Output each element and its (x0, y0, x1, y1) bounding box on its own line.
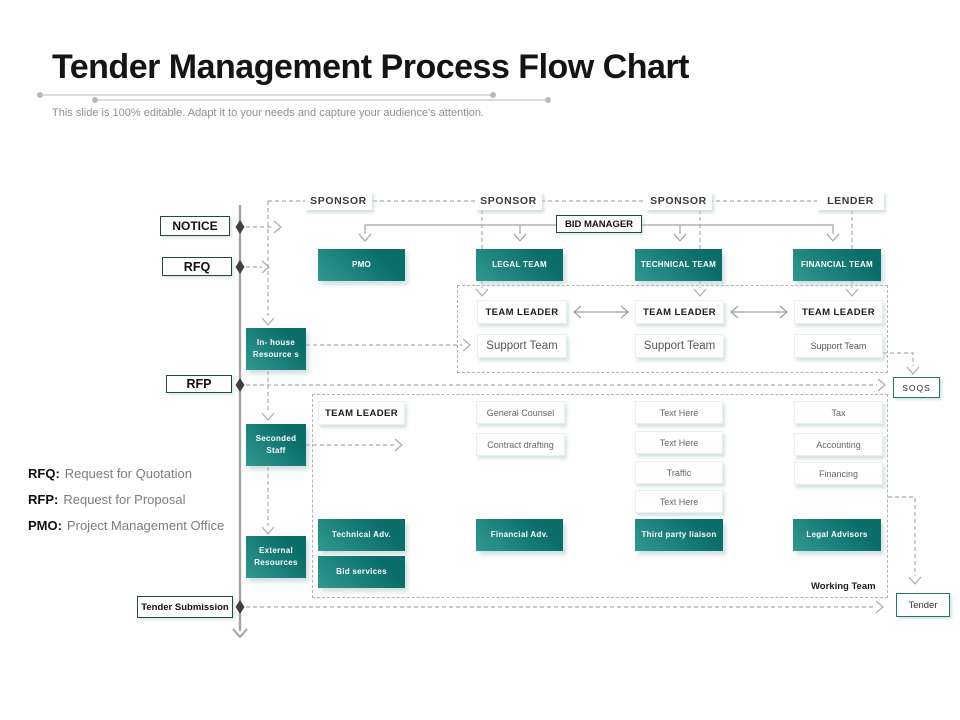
traffic-node: Traffic (635, 461, 723, 484)
legal-advisors-node: Legal Advisors (793, 519, 881, 551)
tender-node: Tender (896, 593, 950, 617)
external-resources-node: External Resources (246, 536, 306, 578)
working-team-label: Working Team (811, 581, 876, 592)
legend-abbr-rfp: RFP: (28, 492, 59, 507)
technical-adv-node: Technical Adv. (318, 519, 405, 551)
tax-node: Tax (794, 401, 883, 424)
general-counsel-node: General Counsel (476, 401, 565, 424)
dashed-arrowheads (261, 220, 922, 614)
soqs-node: SOQS (893, 377, 940, 398)
legend-abbr-pmo: PMO: (28, 518, 62, 533)
in-house-resources-node: In- house Resource s (246, 328, 306, 370)
legend-text-rfq: Request for Quotation (64, 466, 192, 481)
page-title: Tender Management Process Flow Chart (52, 48, 689, 86)
notice-node: NOTICE (160, 216, 230, 236)
bid-manager-node: BID MANAGER (556, 215, 642, 233)
legend-text-rfp: Request for Proposal (63, 492, 186, 507)
team-leader-node-2: TEAM LEADER (635, 300, 724, 324)
third-party-liaison-node: Third party liaison (635, 519, 723, 551)
technical-team-node: TECHNICAL TEAM (635, 249, 722, 281)
team-leader-node-4: TEAM LEADER (318, 401, 405, 425)
seconded-staff-node: Seconded Staff (246, 424, 306, 466)
bid-manager-connectors (358, 224, 840, 242)
legend-row-pmo: PMO: Project Management Office (28, 518, 224, 533)
team-leader-node-3: TEAM LEADER (794, 300, 883, 324)
legend-abbr-rfq: RFQ: (28, 466, 60, 481)
financial-adv-node: Financial Adv. (476, 519, 563, 551)
financial-team-node: FINANCIAL TEAM (793, 249, 881, 281)
rfq-node: RFQ (162, 257, 232, 276)
contract-drafting-node: Contract drafting (476, 433, 565, 456)
bid-services-node: Bid services (318, 556, 405, 588)
technical-item-node-1: Text Here (635, 401, 723, 424)
team-leader-double-arrows (573, 305, 788, 319)
main-timeline (232, 205, 248, 639)
legend-text-pmo: Project Management Office (66, 518, 225, 533)
lender-tag: LENDER (817, 191, 884, 210)
team-leader-node-1: TEAM LEADER (477, 300, 567, 324)
financing-node: Financing (794, 462, 883, 485)
title-underline-decoration (37, 92, 551, 103)
rfp-node: RFP (166, 375, 232, 393)
support-team-node-2: Support Team (635, 334, 724, 358)
working-team-group-frame (312, 394, 888, 598)
page-subtitle: This slide is 100% editable. Adapt it to… (52, 107, 484, 119)
technical-item-node-3: Text Here (635, 490, 723, 513)
tender-submission-node: Tender Submission (137, 596, 233, 618)
sponsor-tag-3: SPONSOR (645, 191, 712, 210)
legal-team-node: LEGAL TEAM (476, 249, 563, 281)
timeline-diamond-markers (235, 220, 245, 614)
pmo-team-node: PMO (318, 249, 405, 281)
support-team-node-1: Support Team (477, 334, 567, 358)
support-teams-group-frame (457, 285, 888, 373)
accounting-node: Accounting (794, 433, 883, 456)
sponsor-tag-2: SPONSOR (475, 191, 542, 210)
sponsor-tag-1: SPONSOR (305, 191, 372, 210)
legend-row-rfq: RFQ: Request for Quotation (28, 466, 192, 481)
technical-item-node-2: Text Here (635, 431, 723, 454)
support-team-node-3: Support Team (794, 334, 883, 358)
legend-row-rfp: RFP: Request for Proposal (28, 492, 185, 507)
